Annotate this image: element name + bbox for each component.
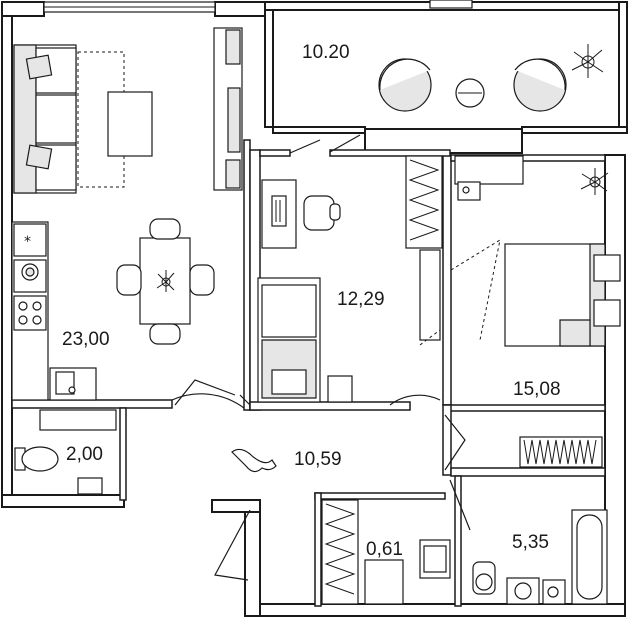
- balcony-window: [429, 0, 473, 9]
- sofa: [13, 44, 77, 194]
- plant-icon: [571, 44, 604, 78]
- dog-icon: [231, 448, 277, 473]
- bed: [504, 243, 621, 347]
- rug: [77, 51, 125, 188]
- plant-icon-bedroom: [580, 168, 609, 195]
- wc-sink: [77, 477, 103, 495]
- wardrobe: [405, 155, 443, 341]
- outer-walls: [1, 1, 628, 617]
- sofa-bed: [257, 277, 353, 403]
- area-label-closet: 0,61: [366, 539, 403, 560]
- bathtub: [571, 509, 608, 605]
- dresser: [519, 436, 603, 468]
- coffee-table: [107, 91, 153, 157]
- radiator: [454, 155, 524, 201]
- tv-unit: [213, 27, 243, 191]
- area-label-study: 12,29: [337, 289, 385, 310]
- area-label-hall: 10,59: [294, 449, 342, 470]
- balcony-furniture: [378, 44, 604, 112]
- dashed-door-swings: [419, 238, 501, 346]
- area-label-wc: 2,00: [66, 444, 103, 465]
- bath-fixtures: [472, 561, 566, 605]
- desk: [261, 179, 341, 249]
- closet-rack: [321, 499, 451, 605]
- wc-shelf: [39, 409, 117, 431]
- kitchen-counter: *: [11, 221, 97, 401]
- interior-walls: [11, 139, 606, 607]
- area-label-balcony: 10.20: [302, 42, 350, 63]
- area-label-bathroom: 5,35: [512, 532, 549, 553]
- area-label-living-kitchen: 23,00: [62, 329, 110, 350]
- dining-set: [116, 218, 215, 345]
- svg-text:*: *: [24, 234, 31, 250]
- area-label-bedroom: 15,08: [513, 379, 561, 400]
- doors: [171, 134, 471, 581]
- toilet: [14, 446, 59, 472]
